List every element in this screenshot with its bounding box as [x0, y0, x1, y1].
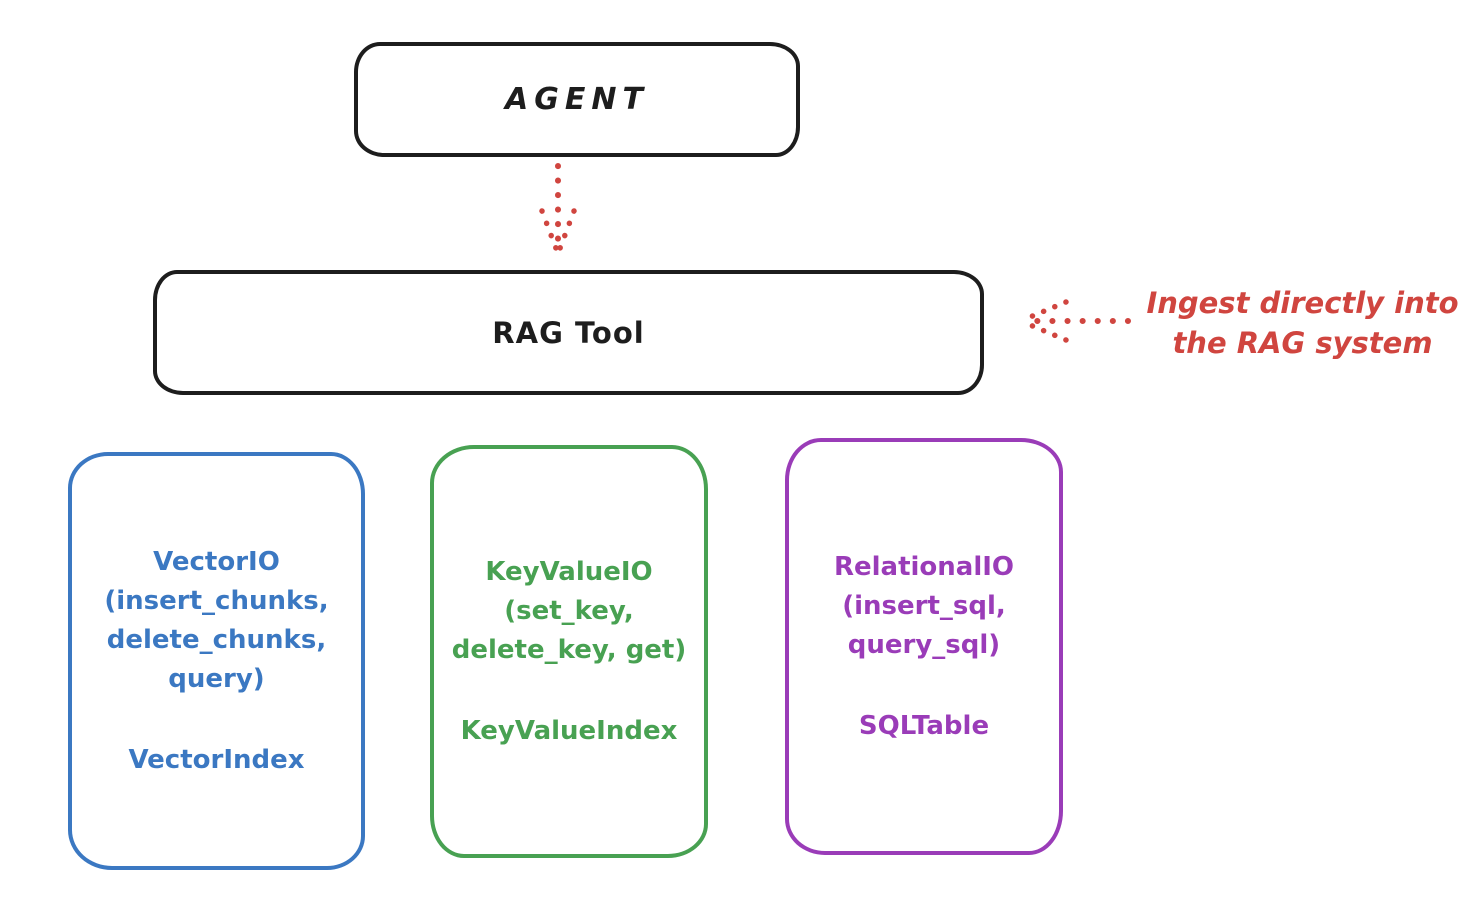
- store-line: (set_key,: [504, 595, 634, 626]
- rag-tool-box: RAG Tool: [153, 270, 984, 395]
- ingest-annotation-line2: the RAG system: [1172, 326, 1433, 360]
- agent-box: AGENT: [354, 42, 800, 157]
- agent-label: AGENT: [505, 82, 649, 117]
- store-index-label: SQLTable: [858, 710, 990, 741]
- store-line: delete_chunks,: [106, 624, 327, 655]
- store-line: query_sql): [847, 629, 1001, 660]
- store-box-key-value-io: KeyValueIO (set_key, delete_key, get) Ke…: [430, 445, 708, 858]
- store-index-label: VectorIndex: [128, 744, 305, 775]
- store-line: (insert_chunks,: [104, 585, 329, 616]
- store-line: query): [168, 663, 265, 694]
- store-line: RelationalIO: [833, 551, 1015, 582]
- store-line: VectorIO: [153, 546, 280, 577]
- store-line: KeyValueIO: [485, 556, 653, 587]
- annotation-to-rag-tool-arrow: [1020, 299, 1131, 343]
- store-box-vector-io: VectorIO (insert_chunks, delete_chunks, …: [68, 452, 365, 870]
- agent-to-rag-tool-arrow: [539, 163, 577, 255]
- store-line: delete_key, get): [451, 634, 687, 665]
- store-line: (insert_sql,: [842, 590, 1006, 621]
- store-box-relational-io: RelationalIO (insert_sql, query_sql) SQL…: [785, 438, 1063, 855]
- rag-tool-label: RAG Tool: [492, 315, 645, 350]
- ingest-annotation: Ingest directly into the RAG system: [1130, 283, 1475, 363]
- ingest-annotation-line1: Ingest directly into: [1146, 286, 1459, 320]
- store-index-label: KeyValueIndex: [460, 715, 678, 746]
